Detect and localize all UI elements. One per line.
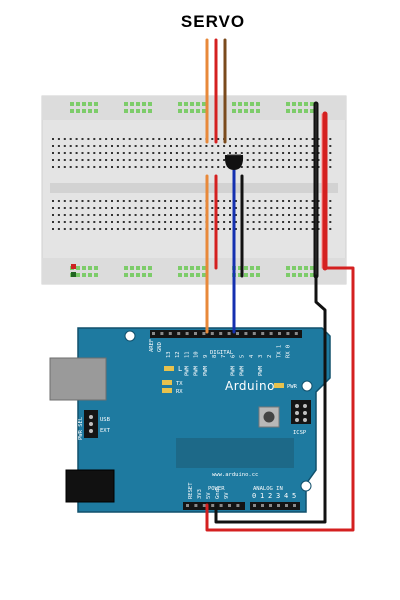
- breadboard: [41, 95, 347, 285]
- reset-button-cap: [263, 411, 275, 423]
- digital-pin-label: 10: [194, 351, 200, 358]
- pwm-label: PWM: [240, 365, 246, 376]
- digital-pin-label: 13: [166, 351, 172, 358]
- analog-pin-label: 0: [252, 492, 256, 500]
- power-pin-label: 5V: [206, 492, 212, 499]
- gnd-label: GND: [157, 342, 163, 352]
- arduino-board: Arduino www.arduino.cc DIGITAL POWER ANA…: [49, 327, 331, 513]
- ground-wire-to-arduino: [214, 274, 327, 524]
- breadboard-top-power-rail: [70, 102, 314, 113]
- power-pin-label: 9V: [224, 492, 230, 499]
- led-tx-label: TX: [176, 381, 183, 387]
- pwm-label: PWM: [258, 365, 264, 376]
- five-volt-wire-to-arduino: [205, 266, 355, 532]
- header-pins: [152, 332, 298, 507]
- digital-pin-label: 3: [258, 355, 264, 358]
- led-pwr: [274, 383, 284, 388]
- digital-pin-label: 7: [221, 355, 227, 358]
- arduino-logo: Arduino: [225, 379, 275, 393]
- analog-pin-label: 1: [260, 492, 264, 500]
- breadboard-terminal-holes: [52, 138, 332, 230]
- pwm-label: PWM: [230, 365, 236, 376]
- aref-label: AREF: [149, 339, 155, 352]
- power-jack: [65, 469, 115, 503]
- pwr-led-label: PWR: [287, 384, 298, 390]
- servo-label: SERVO: [181, 12, 245, 31]
- pwr-sel-label: PWR SEL: [78, 416, 84, 440]
- digital-pin-label: 6: [230, 355, 236, 358]
- analog-pin-label: 4: [284, 492, 288, 500]
- rail-positive-marker: [71, 264, 76, 269]
- analog-pin-label: 5: [292, 492, 296, 500]
- digital-pin-label: RX 0: [286, 345, 292, 358]
- analog-pin-label: 3: [276, 492, 280, 500]
- digital-pin-label: 5: [240, 355, 246, 358]
- digital-pin-label: 11: [184, 351, 190, 358]
- digital-label: DIGITAL: [210, 350, 234, 356]
- analog-pin-label: 2: [268, 492, 272, 500]
- digital-pin-label: 8: [212, 355, 218, 358]
- wires: [205, 38, 355, 532]
- icsp-header: [291, 400, 311, 424]
- usb-connector: [49, 357, 107, 401]
- led-rx: [162, 388, 172, 393]
- digital-header: [150, 330, 302, 338]
- pwm-label: PWM: [203, 365, 209, 376]
- power-pin-label: Gnd: [215, 489, 221, 499]
- ext-label: EXT: [100, 428, 111, 434]
- digital-pin-label: 4: [249, 354, 255, 358]
- digital-pin-label: TX 1: [276, 345, 282, 358]
- power-pin-label: RESET: [188, 482, 194, 499]
- led-l-label: L: [178, 365, 182, 373]
- analog-header: [250, 502, 300, 510]
- digital-pin-label: 12: [175, 351, 181, 358]
- power-pin-label: 3V3: [197, 489, 203, 499]
- led-tx: [162, 380, 172, 385]
- led-rx-label: RX: [176, 389, 183, 395]
- analog-in-label: ANALOG IN: [253, 486, 283, 492]
- pwm-label: PWM: [184, 365, 190, 376]
- led-l: [164, 366, 174, 371]
- usb-label: USB: [100, 417, 111, 423]
- rail-negative-marker: [71, 272, 76, 277]
- digital-pin-label: 9: [203, 355, 209, 358]
- arduino-url: www.arduino.cc: [212, 472, 258, 478]
- icsp-label: ICSP: [293, 430, 307, 436]
- transistor: [224, 154, 244, 170]
- power-label: POWER: [208, 486, 225, 492]
- digital-pin-label: 2: [267, 355, 273, 358]
- pwm-label: PWM: [194, 365, 200, 376]
